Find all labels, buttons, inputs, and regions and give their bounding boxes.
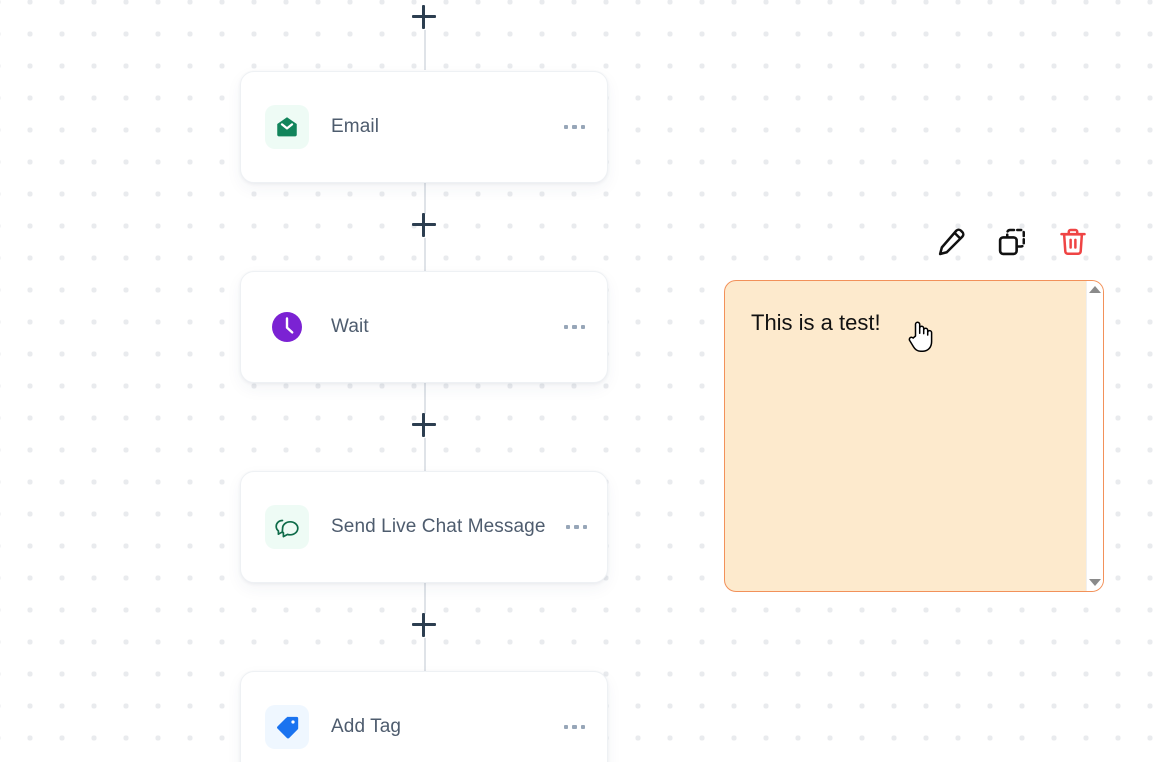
add-step-button-1[interactable] xyxy=(411,212,437,238)
flow-node-menu-button[interactable] xyxy=(563,724,585,730)
clock-icon xyxy=(265,305,309,349)
duplicate-note-button[interactable] xyxy=(993,222,1031,262)
connector-line-2 xyxy=(424,238,426,272)
flow-node-label: Email xyxy=(331,116,380,137)
tag-icon xyxy=(265,705,309,749)
flow-node-menu-button[interactable] xyxy=(565,524,587,530)
flow-node-email[interactable]: Email xyxy=(240,71,608,183)
add-step-button-3[interactable] xyxy=(411,612,437,638)
connector-line-4 xyxy=(424,438,426,472)
scroll-down-icon[interactable] xyxy=(1089,579,1101,586)
connector-line-top xyxy=(424,30,426,70)
note-scrollbar[interactable] xyxy=(1086,281,1103,591)
email-icon xyxy=(265,105,309,149)
flow-node-wait[interactable]: Wait xyxy=(240,271,608,383)
add-step-button-2[interactable] xyxy=(411,412,437,438)
add-step-button-0[interactable] xyxy=(411,4,437,30)
flow-node-label: Wait xyxy=(331,316,369,337)
note-body[interactable]: This is a test! xyxy=(725,281,1086,591)
flow-node-add-tag[interactable]: Add Tag xyxy=(240,671,608,762)
note-text: This is a test! xyxy=(751,310,881,335)
delete-note-button[interactable] xyxy=(1054,222,1092,262)
connector-line-5 xyxy=(424,582,426,614)
flow-node-label: Send Live Chat Message xyxy=(331,516,546,537)
scroll-up-icon[interactable] xyxy=(1089,286,1101,293)
edit-note-button[interactable] xyxy=(932,222,970,262)
connector-line-6 xyxy=(424,638,426,672)
connector-line-3 xyxy=(424,382,426,414)
note-toolbar xyxy=(932,222,1092,262)
flow-node-send-live-chat-message[interactable]: Send Live Chat Message xyxy=(240,471,608,583)
flow-node-label: Add Tag xyxy=(331,716,402,737)
live-chat-icon xyxy=(265,505,309,549)
flow-node-menu-button[interactable] xyxy=(563,124,585,130)
connector-line-1 xyxy=(424,182,426,214)
sticky-note[interactable]: This is a test! xyxy=(724,280,1104,592)
flow-node-menu-button[interactable] xyxy=(563,324,585,330)
